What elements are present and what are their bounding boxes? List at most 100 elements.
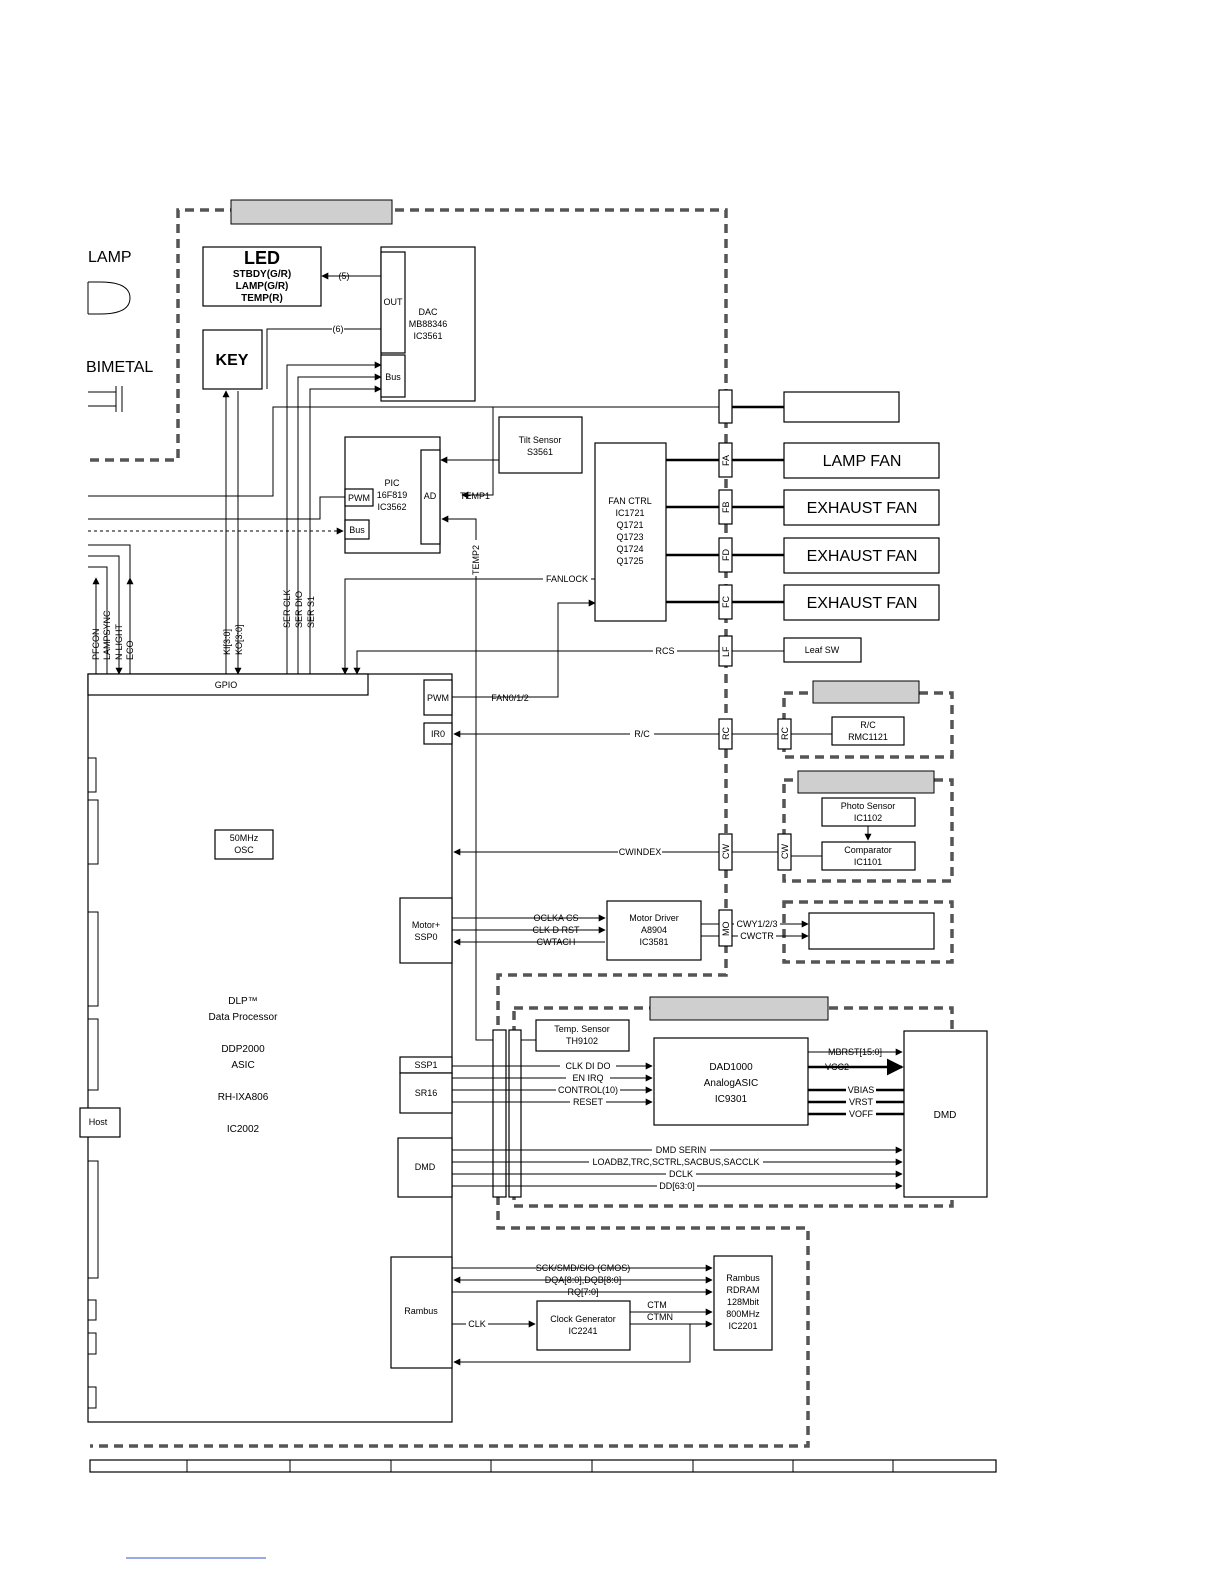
- cw-label-2: CW: [780, 844, 790, 859]
- motor-line-1: Motor+: [412, 920, 440, 930]
- rdram-line-5: IC2201: [728, 1321, 757, 1331]
- fan-ctrl-line-5: Q1724: [616, 544, 643, 554]
- pic-bus-port: [344, 519, 370, 540]
- oclka-label: OCLKA CS: [533, 913, 578, 923]
- dlp-line-4: ASIC: [231, 1060, 254, 1071]
- pic-ad-label: AD: [424, 491, 437, 501]
- dac-out-label: OUT: [384, 297, 404, 307]
- eco-label: ECO: [125, 640, 135, 660]
- photo-sensor-line-2: IC1102: [854, 813, 882, 823]
- ser-clk-label: SER CLK: [282, 589, 292, 628]
- cw-connector-2: [777, 833, 792, 871]
- rc-label-1: RC: [721, 727, 731, 740]
- colorwheel-box: [808, 912, 935, 950]
- osc-line-2: OSC: [234, 845, 254, 855]
- motor-driver-line-1: Motor Driver: [629, 913, 679, 923]
- rdram-line-2: RDRAM: [727, 1285, 760, 1295]
- leaf-sw-box: [783, 637, 862, 663]
- bimetal-symbol: [88, 386, 123, 412]
- dmd-device-box: [903, 1030, 988, 1198]
- reset-label: RESET: [573, 1097, 604, 1107]
- temp1-label: TEMP1: [460, 491, 490, 501]
- tilt-sensor-line-1: Tilt Sensor: [519, 435, 562, 445]
- rdram-box: [713, 1255, 773, 1351]
- leaf-sw-label: Leaf SW: [805, 645, 840, 655]
- enirq-label: EN IRQ: [572, 1073, 603, 1083]
- index-board-title-bar: [797, 770, 935, 794]
- exhaust-fan-label-2: EXHAUST FAN: [807, 548, 918, 565]
- formatter-connector-1: [492, 1029, 507, 1198]
- svg-text:FA: FA: [721, 455, 731, 466]
- dmd-device-label: DMD: [934, 1110, 957, 1121]
- sr16-port: [399, 1072, 453, 1114]
- sr16-label: SR16: [415, 1088, 438, 1098]
- gpio-label: GPIO: [215, 680, 238, 690]
- voff-label: VOFF: [849, 1109, 874, 1119]
- temp-sensor-box: [535, 1019, 630, 1052]
- clock-generator-box: [536, 1300, 631, 1351]
- n-light-label: N-LIGHT: [114, 623, 124, 660]
- ser-s1-label: SER S1: [306, 596, 316, 628]
- pwm-label: PWM: [427, 693, 449, 703]
- signal-6-label: (6): [333, 324, 344, 334]
- vrst-label: VRST: [849, 1097, 874, 1107]
- dd-label: DD[63:0]: [659, 1181, 695, 1191]
- formatter-board-title-bar: [649, 996, 829, 1021]
- osc-box: [214, 829, 274, 860]
- exhaust-fan-box-1: [783, 489, 940, 526]
- rdram-line-3: 128Mbit: [727, 1297, 760, 1307]
- pic-pwm-port: [344, 488, 374, 507]
- osc-line-1: 50MHz: [230, 833, 259, 843]
- led-title: LED: [244, 248, 280, 268]
- fan-ctrl-box: [594, 442, 667, 622]
- left-edge-brackets: [88, 757, 99, 1409]
- top-right-box: [783, 391, 900, 423]
- vbias-label: VBIAS: [848, 1085, 875, 1095]
- fan-connectors: FA FB FD FC: [666, 442, 784, 620]
- rambus-port: [390, 1256, 453, 1369]
- svg-text:FC: FC: [721, 596, 731, 608]
- dlp-line-1: DLP™: [228, 996, 257, 1007]
- sck-label: SCK/SMD/SIO (CMOS): [536, 1263, 631, 1273]
- motor-driver-line-3: IC3581: [639, 937, 668, 947]
- rq-label: RQ[7:0]: [567, 1287, 598, 1297]
- ko-label: KO[3:0]: [234, 624, 244, 655]
- mbrst-label: MBRST[15:0]: [828, 1047, 882, 1057]
- dlp-line-3: DDP2000: [221, 1044, 265, 1055]
- dac-out-port: [380, 251, 406, 354]
- svg-text:FD: FD: [721, 549, 731, 561]
- pfcon-label: PFCON: [91, 629, 101, 661]
- rc-receiver-line-1: R/C: [860, 720, 876, 730]
- lf-label: LF: [721, 646, 731, 657]
- clk-label: CLK: [468, 1319, 486, 1329]
- key-label: KEY: [216, 352, 249, 369]
- fan-ctrl-line-4: Q1723: [616, 532, 643, 542]
- temp-sensor-line-2: TH9102: [566, 1036, 598, 1046]
- pic-line-3: IC3562: [377, 502, 406, 512]
- rdram-line-1: Rambus: [726, 1273, 760, 1283]
- comparator-line-2: IC1101: [854, 857, 882, 867]
- exhaust-fan-label-1: EXHAUST FAN: [807, 500, 918, 517]
- ir0-label: IR0: [431, 729, 445, 739]
- dlp-line-6: IC2002: [227, 1124, 260, 1135]
- dqa-label: DQA[8:0],DQB[8:0]: [545, 1275, 622, 1285]
- exhaust-fan-box-3: [783, 584, 940, 621]
- colorwheel-board-boundary: [782, 900, 954, 964]
- led-line-3: TEMP(R): [241, 293, 283, 304]
- exhaust-fan-label-3: EXHAUST FAN: [807, 595, 918, 612]
- rc-receiver-box: [831, 716, 905, 746]
- dlp-line-2: Data Processor: [209, 1012, 279, 1023]
- dac-line-1: DAC: [418, 307, 438, 317]
- exhaust-fan-box-2: [783, 537, 940, 574]
- dad1000-line-3: IC9301: [715, 1094, 748, 1105]
- ki-label: KI[3:0]: [222, 629, 232, 655]
- signal-5-label: (5): [339, 271, 350, 281]
- photo-sensor-line-1: Photo Sensor: [841, 801, 896, 811]
- rc-label-2: RC: [780, 727, 790, 740]
- clock-generator-line-1: Clock Generator: [550, 1314, 616, 1324]
- ctm-label: CTM: [647, 1300, 667, 1310]
- dclk-label: DCLK: [669, 1169, 693, 1179]
- rc-signal-label: R/C: [634, 729, 650, 739]
- tilt-sensor-line-2: S3561: [527, 447, 553, 457]
